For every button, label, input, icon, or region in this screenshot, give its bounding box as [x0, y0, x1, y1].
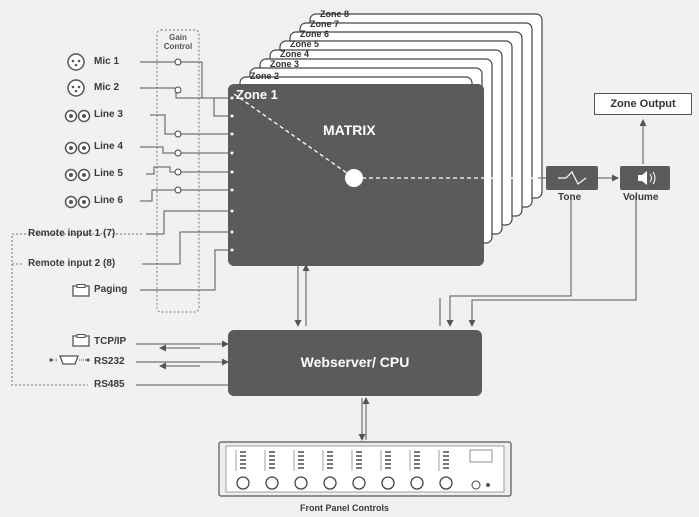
input-label-7: Remote input 1 (7)	[28, 228, 116, 239]
gain-control-label: Gain Control	[163, 33, 193, 51]
tone-block	[546, 166, 598, 190]
front-panel-device	[218, 441, 512, 497]
rca-line-icon	[64, 195, 91, 209]
input-label-4: Line 4	[94, 141, 123, 152]
rca-line-icon	[64, 109, 91, 123]
interface-label-3: RS485	[94, 379, 125, 390]
input-label-9: Paging	[94, 284, 128, 295]
front-panel-channel-3	[293, 450, 308, 490]
gain-control-panel	[156, 29, 200, 313]
matrix-title: MATRIX	[323, 122, 376, 138]
zone-tab-6: Zone 6	[300, 29, 330, 39]
front-panel-channel-5	[351, 450, 366, 490]
network-port-icon	[72, 334, 90, 347]
input-label-5: Line 5	[94, 168, 123, 179]
input-label-1: Mic 1	[94, 56, 120, 67]
interface-label-2: RS232	[94, 356, 125, 367]
rca-line-icon	[64, 168, 91, 182]
zone-tab-5: Zone 5	[290, 39, 320, 49]
front-panel-channel-6	[380, 450, 395, 490]
tone-label: Tone	[558, 192, 582, 203]
zone-output-box: Zone Output	[594, 93, 692, 115]
zone-tab-2: Zone 2	[250, 71, 280, 81]
network-port-icon	[72, 284, 90, 297]
front-panel-channel-4	[322, 450, 337, 490]
xlr-mic-icon	[67, 53, 85, 71]
serial-port-icon	[49, 355, 90, 365]
front-panel-channel-1	[235, 450, 250, 490]
speaker-icon	[638, 171, 656, 185]
volume-block	[620, 166, 670, 190]
input-label-2: Mic 2	[94, 82, 120, 93]
front-panel-label: Front Panel Controls	[300, 503, 390, 513]
front-panel-display	[469, 449, 493, 463]
zone-tab-8: Zone 8	[320, 9, 350, 19]
front-panel-channel-8	[438, 450, 453, 490]
zone-tab-4: Zone 4	[280, 49, 310, 59]
interface-label-1: TCP/IP	[94, 336, 127, 347]
input-label-8: Remote input 2 (8)	[28, 258, 116, 269]
xlr-mic-icon	[67, 79, 85, 97]
cpu-label: Webserver/ CPU	[300, 354, 410, 370]
matrix-switch	[230, 93, 484, 252]
input-label-3: Line 3	[94, 109, 123, 120]
rca-line-icon	[64, 141, 91, 155]
front-panel-channel-7	[409, 450, 424, 490]
zone-1-label: Zone 1	[236, 87, 278, 102]
front-panel-channel-2	[264, 450, 279, 490]
webserver-cpu-block: Webserver/ CPU	[228, 330, 482, 396]
zone-tab-3: Zone 3	[270, 59, 300, 69]
tone-filter-icon	[558, 170, 587, 185]
zone-tab-7: Zone 7	[310, 19, 340, 29]
input-label-6: Line 6	[94, 195, 123, 206]
matrix-block: Zone 1 MATRIX	[228, 84, 484, 266]
volume-label: Volume	[623, 192, 659, 203]
